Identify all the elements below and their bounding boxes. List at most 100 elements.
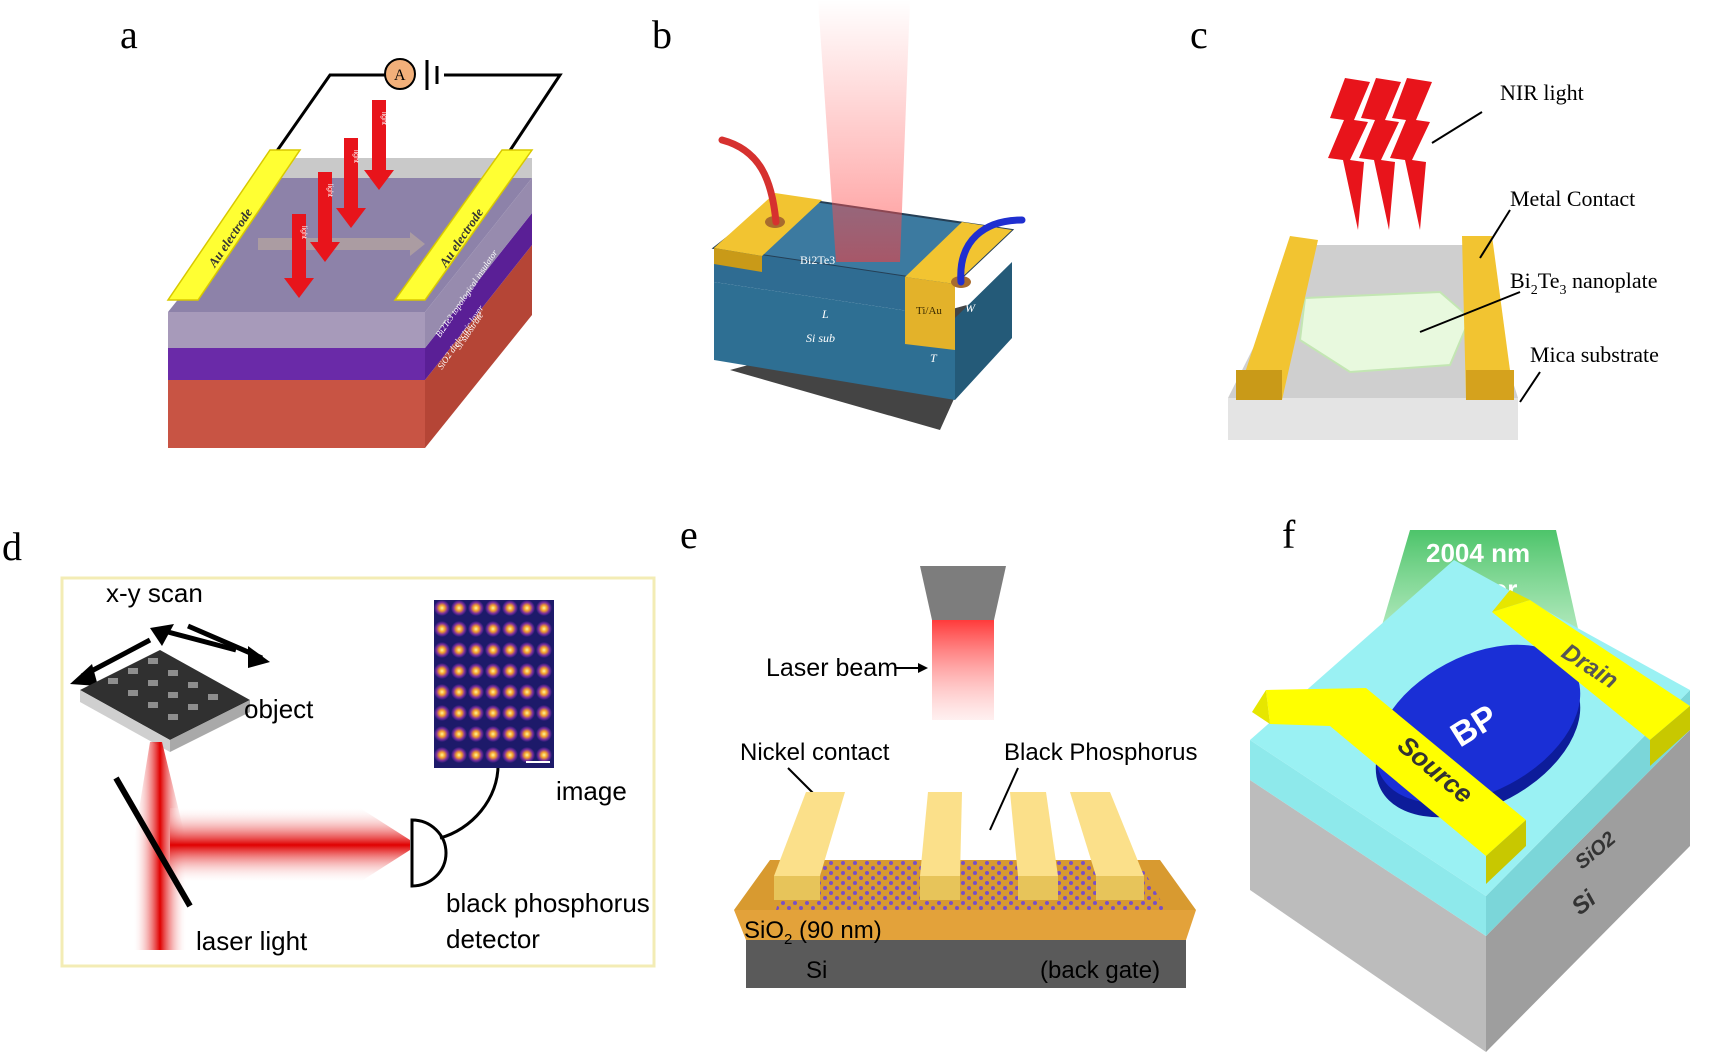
light-arrow-label: light [300,226,307,239]
scan-dot [519,726,535,742]
scan-dot [451,663,467,679]
panel-b-letter: b [652,12,672,57]
scan-dot [519,621,535,637]
ammeter-label: A [394,67,406,84]
scan-dot [536,705,552,721]
scan-dot [536,621,552,637]
scan-dot [502,747,518,763]
panel-d-letter: d [2,524,22,569]
scan-image-dots [434,600,552,763]
object-block [80,650,250,740]
scan-dot [434,726,450,742]
scan-dot [502,663,518,679]
mica-substrate-front [1228,398,1518,440]
scan-dot [451,642,467,658]
scan-dot [468,663,484,679]
scan-dot [485,684,501,700]
light-arrow-label: light [352,150,359,163]
mirror [113,776,193,908]
scan-dot [519,642,535,658]
nickel-contacts [774,792,1144,900]
light-arrows: light light light light [284,100,394,298]
light-arrow-label: light [326,184,333,197]
nir-bolt-icon [1328,78,1370,230]
scan-dot [468,747,484,763]
scan-dot [485,642,501,658]
scan-dot [434,663,450,679]
scan-dot [468,621,484,637]
light-arrow: light [364,100,394,190]
scan-dot [502,684,518,700]
circuit-wire-left [270,73,392,159]
scan-dot [485,705,501,721]
scan-dot [485,726,501,742]
si-block-front [1250,780,1486,1052]
panel-e-letter: e [680,512,698,557]
panel-e: e Laser beam Nickel contact Black Phosph… [680,512,1197,988]
nickel-label: Nickel contact [740,739,890,766]
si-label-e: Si [806,957,827,984]
wire-blue [957,216,1026,286]
black-phosphorus-flake [776,860,1166,910]
scan-dot [451,726,467,742]
detector-icon [410,818,448,888]
nir-bolt-icon [1359,78,1401,230]
scan-dot [451,747,467,763]
scan-dot [485,600,501,616]
bi2te3-nanoplate [1298,290,1472,374]
scan-dot [434,747,450,763]
nir-bolt-icon [1390,78,1432,230]
detector-label-line1: black phosphorus [446,888,650,918]
length-label: L [821,307,829,321]
au-electrode-right [393,149,534,301]
sio2-layer-f-side [1486,690,1690,936]
scan-dot [519,747,535,763]
metal-contact-right-front [1466,370,1514,400]
scan-dot [502,600,518,616]
scan-dot [434,642,450,658]
object-pattern [108,658,218,720]
scan-dot [468,684,484,700]
scan-dot [451,684,467,700]
scan-dot [434,684,450,700]
panel-a-letter: a [120,12,138,57]
scan-dot [451,600,467,616]
scan-dot [519,705,535,721]
contact-right [905,222,1012,284]
laser-nozzle [920,566,1006,620]
metal-contact-right [1462,236,1514,400]
metal-contact-left [1236,236,1318,400]
substrate-label: Si sub [806,331,835,345]
panel-d: d x-y scan object laser light black [2,524,656,968]
panel-a: a A Au electrode Au electrode Bi2Te3 top… [120,12,563,448]
scan-dot [485,621,501,637]
nir-label: NIR light [1500,80,1584,105]
scan-dot [536,663,552,679]
scan-dot [451,705,467,721]
scan-dot [502,621,518,637]
scan-dot [468,705,484,721]
scan-dot [519,600,535,616]
film-front-edge [714,248,955,318]
nickel-contact [1070,792,1144,900]
bi2te3-layer-side [425,178,532,348]
panel-f: f 2004 nm Laser BP Drain Source SiO2 Si [1250,512,1690,1052]
light-arrow-label: light [380,112,387,125]
detector-wire [439,759,500,840]
bp-label-e: Black Phosphorus [1004,739,1197,766]
light-arrow: light [336,138,366,228]
si-substrate-side [425,245,532,448]
scan-dot [536,726,552,742]
object-label: object [244,694,314,724]
scan-dot [434,600,450,616]
metal-contact-label: Metal Contact [1510,186,1635,211]
scan-dot [468,726,484,742]
laser-label-line1: 2004 nm [1426,538,1530,568]
film-label: Bi2Te3 [800,253,835,267]
drain-electrode [1492,600,1690,740]
scan-dot [502,705,518,721]
scan-dot [468,600,484,616]
wire-red [718,136,780,226]
si-substrate-front [168,380,425,448]
